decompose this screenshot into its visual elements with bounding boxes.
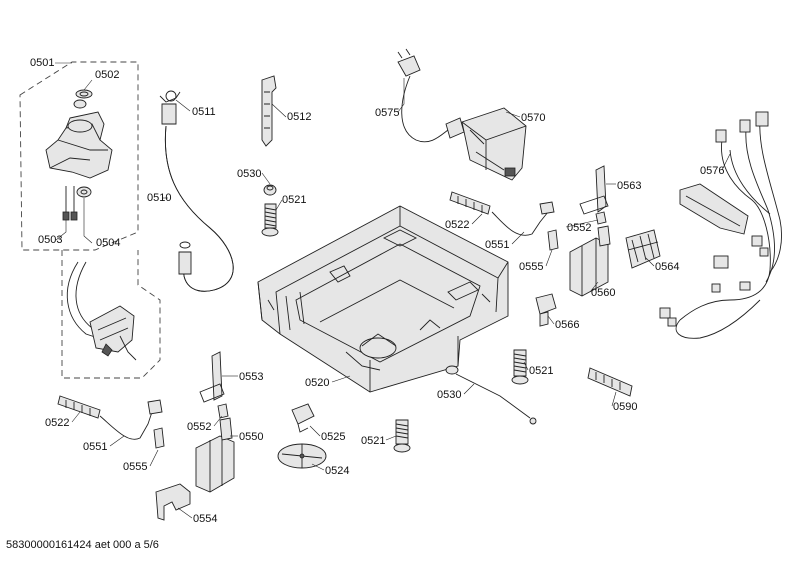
clip-0552-right [595, 211, 607, 225]
callout-0521-right: 0521 [529, 365, 553, 377]
callout-0521-top: 0521 [282, 194, 306, 206]
hose-0504 [66, 261, 137, 361]
callout-0524: 0524 [325, 465, 349, 477]
disc-0524 [277, 443, 327, 469]
document-reference: 58300000161424 aet 000 a 5/6 [6, 539, 159, 551]
callout-0552-right: 0552 [567, 222, 591, 234]
bracket-0550 [195, 417, 235, 493]
bracket-0512 [261, 75, 277, 147]
callout-0551-left: 0551 [83, 441, 107, 453]
callout-0564: 0564 [655, 261, 679, 273]
callout-0554: 0554 [193, 513, 217, 525]
callout-0575: 0575 [375, 107, 399, 119]
cable-0551-right [491, 201, 555, 236]
clip-0555-left [153, 427, 165, 449]
callout-0576: 0576 [700, 165, 724, 177]
callout-0550: 0550 [239, 431, 263, 443]
callout-labels: 0501 0502 0503 0504 0510 0511 0512 0530 … [30, 57, 724, 525]
callout-0530-mid: 0530 [437, 389, 461, 401]
valve-assembly [45, 89, 113, 221]
power-cord-0575 [397, 48, 465, 143]
callout-0566: 0566 [555, 319, 579, 331]
cable-0551-left [99, 399, 163, 440]
callout-0522-left: 0522 [45, 417, 69, 429]
callout-0511: 0511 [192, 106, 216, 118]
bracket-0560 [569, 225, 611, 297]
sensor-cable-0530 [445, 365, 537, 425]
assembly-0501-outline [19, 61, 161, 379]
wiring-harness-0576 [659, 111, 782, 339]
callout-0555-right: 0555 [519, 261, 543, 273]
control-module-0570 [461, 107, 527, 181]
callout-0510: 0510 [147, 192, 171, 204]
bracket-0554 [155, 483, 191, 521]
callout-0522-right: 0522 [445, 219, 469, 231]
callout-0560: 0560 [591, 287, 615, 299]
strip-0522-left [57, 395, 101, 419]
strip-0522-right [449, 191, 491, 215]
callout-0512: 0512 [287, 111, 311, 123]
callout-0551-right: 0551 [485, 239, 509, 251]
callout-0590: 0590 [613, 401, 637, 413]
callout-0521-bottom: 0521 [361, 435, 385, 447]
callout-0552-left: 0552 [187, 421, 211, 433]
screw-0521-right [511, 349, 529, 385]
clip-0552-left [217, 403, 229, 419]
callout-0501: 0501 [30, 57, 54, 69]
callout-0555-left: 0555 [123, 461, 147, 473]
part-0566 [535, 293, 557, 327]
fitting-0530-top [263, 184, 277, 196]
callout-0520: 0520 [305, 377, 329, 389]
callout-0553: 0553 [239, 371, 263, 383]
bracket-0553 [199, 351, 225, 403]
strip-0590 [587, 367, 633, 397]
callout-0504: 0504 [96, 237, 120, 249]
leader-lines [55, 62, 731, 519]
callout-0570: 0570 [521, 112, 545, 124]
callout-0503: 0503 [38, 234, 62, 246]
hose-0510 [159, 90, 234, 292]
cage-0564 [625, 229, 661, 269]
screw-0521-bottom [393, 419, 411, 453]
callout-0502: 0502 [95, 69, 119, 81]
callout-0563: 0563 [617, 180, 641, 192]
screw-0521-top [261, 203, 279, 237]
clip-0555-right [547, 229, 559, 251]
callout-0530-top: 0530 [237, 168, 261, 180]
callout-0525: 0525 [321, 431, 345, 443]
part-0525 [291, 403, 315, 433]
bracket-0563 [579, 165, 609, 215]
base-tub-0520 [257, 205, 509, 393]
